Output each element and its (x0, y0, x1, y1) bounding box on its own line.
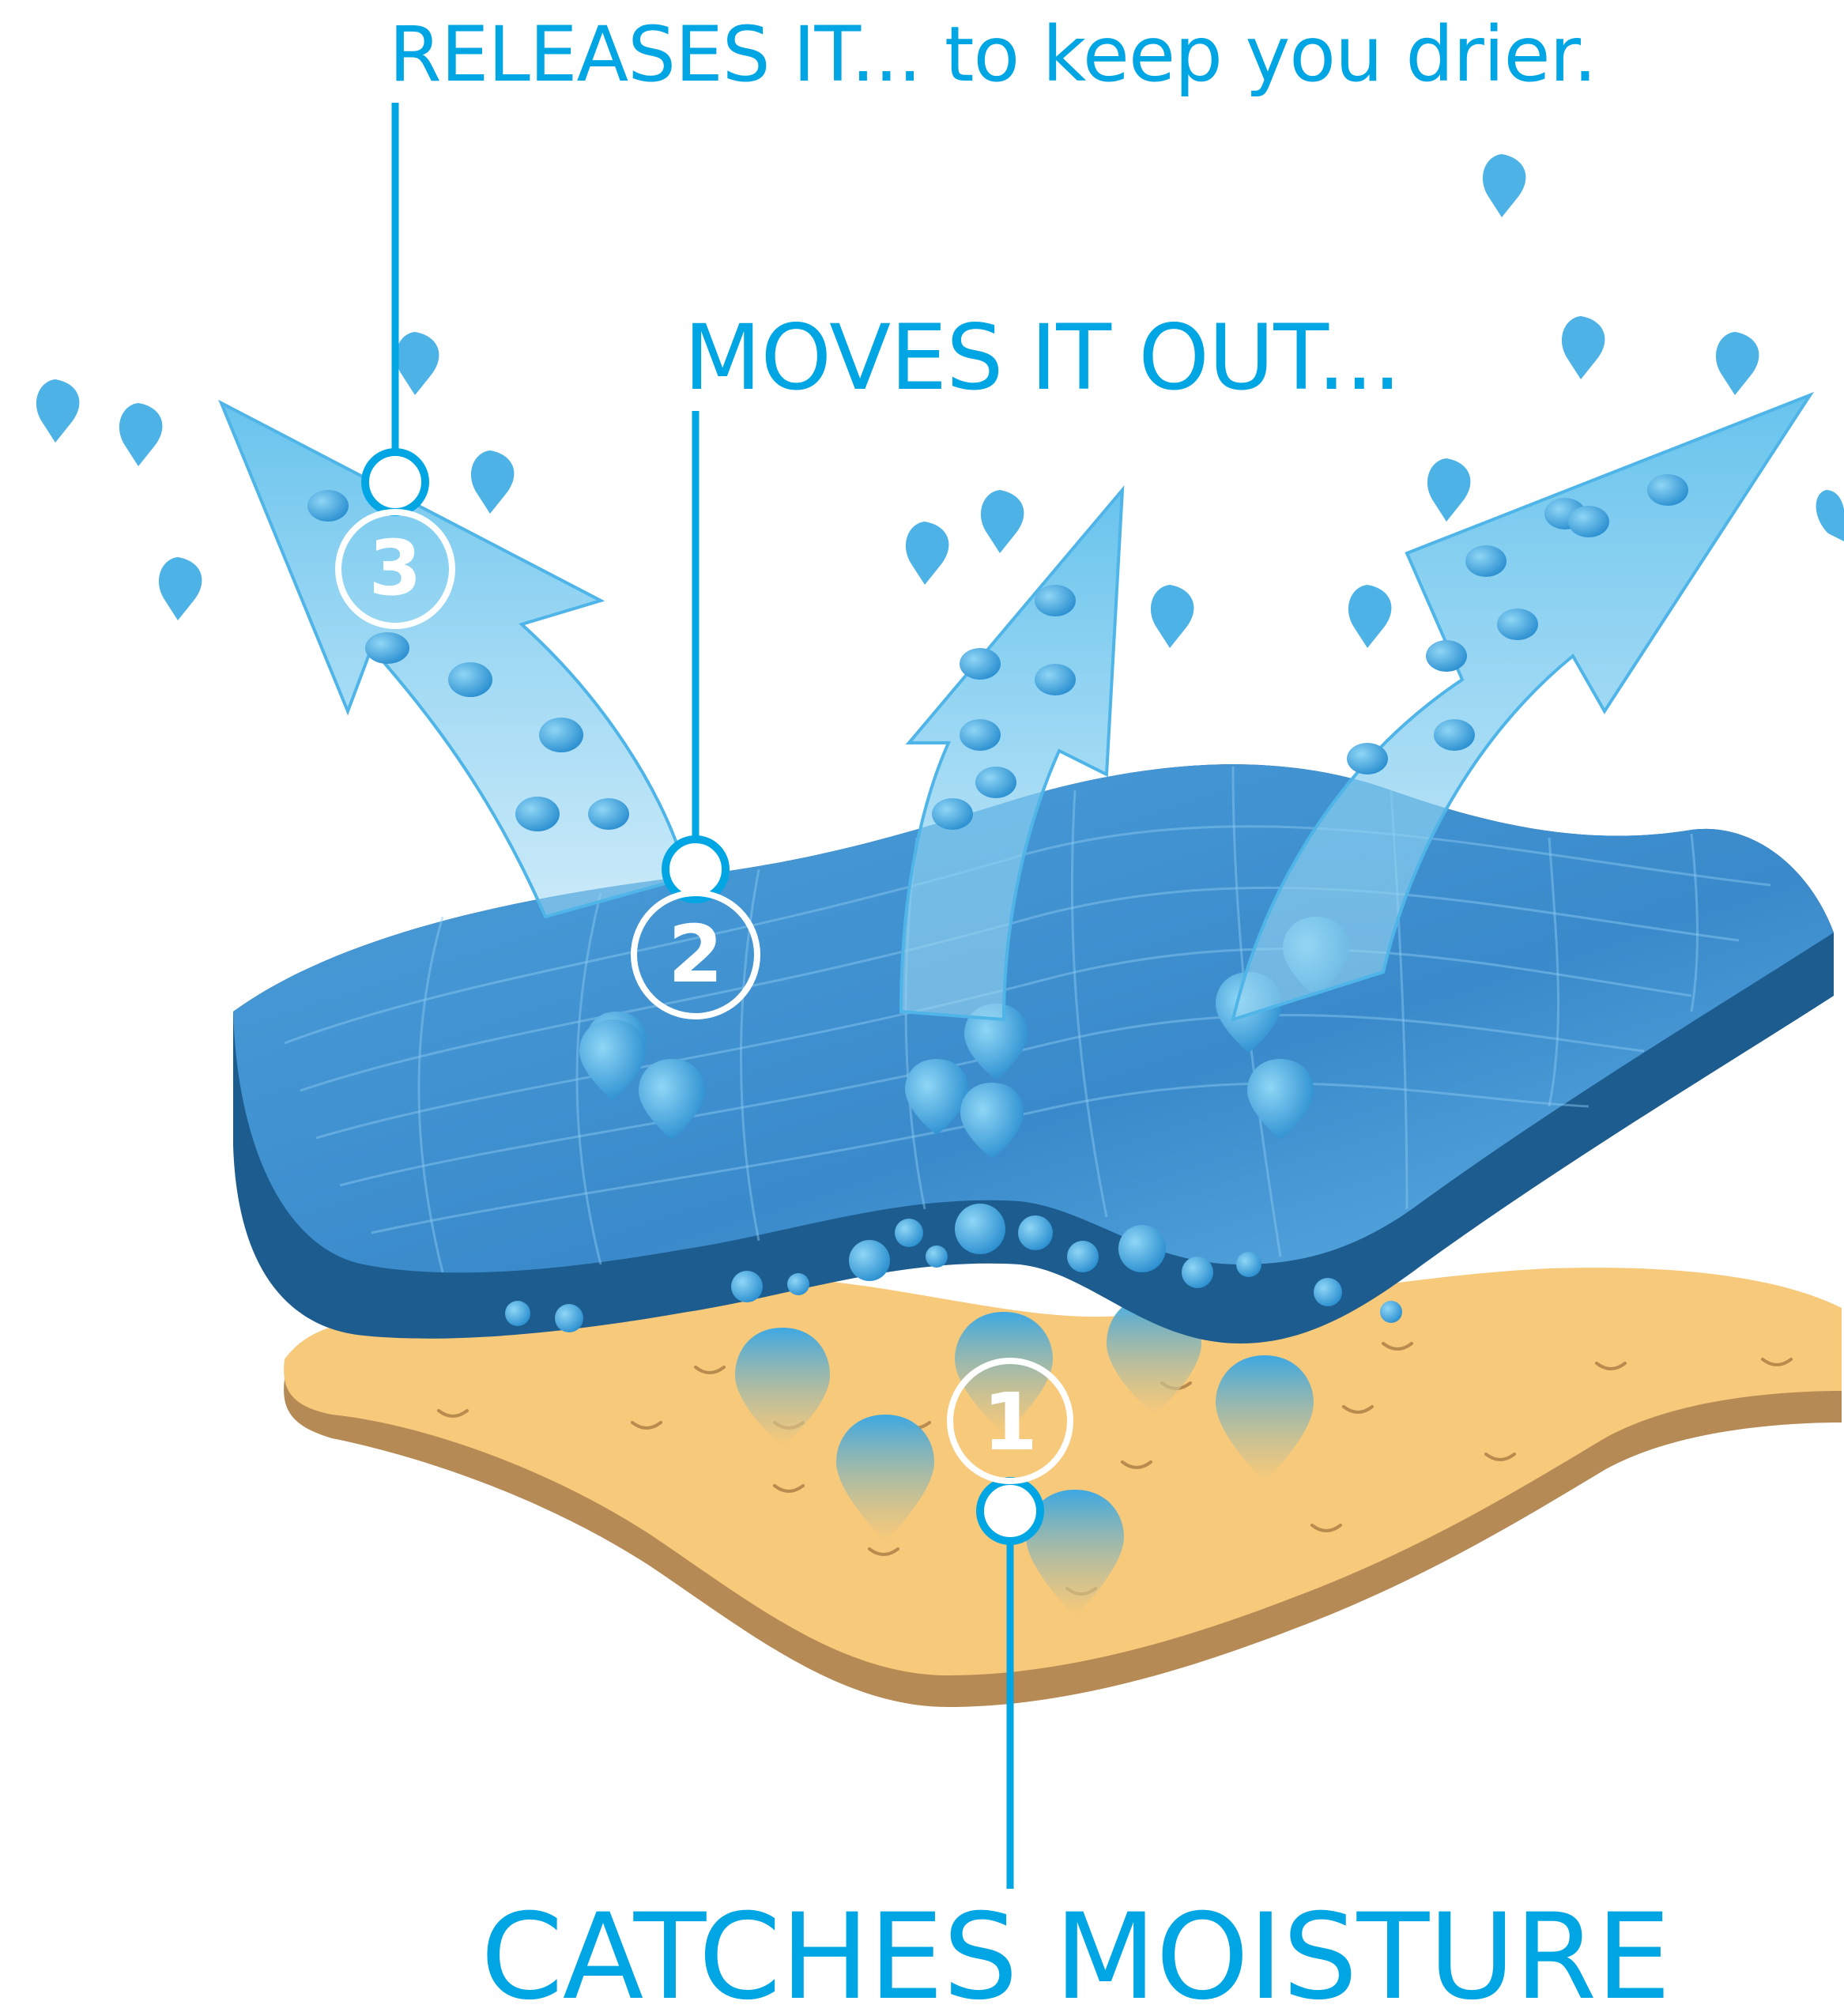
arrow-left (221, 403, 688, 917)
fabric-top (233, 764, 1834, 1272)
callout-dot-1 (980, 1481, 1040, 1541)
caption-step-2: MOVES IT OUT... (684, 305, 1401, 410)
caption-step-1: CATCHES MOISTURE (481, 1889, 1670, 2016)
fabric-layer (233, 764, 1834, 1343)
step-marker-1-number: 1 (982, 1376, 1038, 1468)
step-marker-3-number: 3 (369, 524, 422, 612)
caption-step-3: RELEASES IT... to keep you drier. (389, 10, 1597, 99)
callout-dot-3 (365, 452, 425, 512)
step-marker-2-number: 2 (668, 908, 723, 1000)
